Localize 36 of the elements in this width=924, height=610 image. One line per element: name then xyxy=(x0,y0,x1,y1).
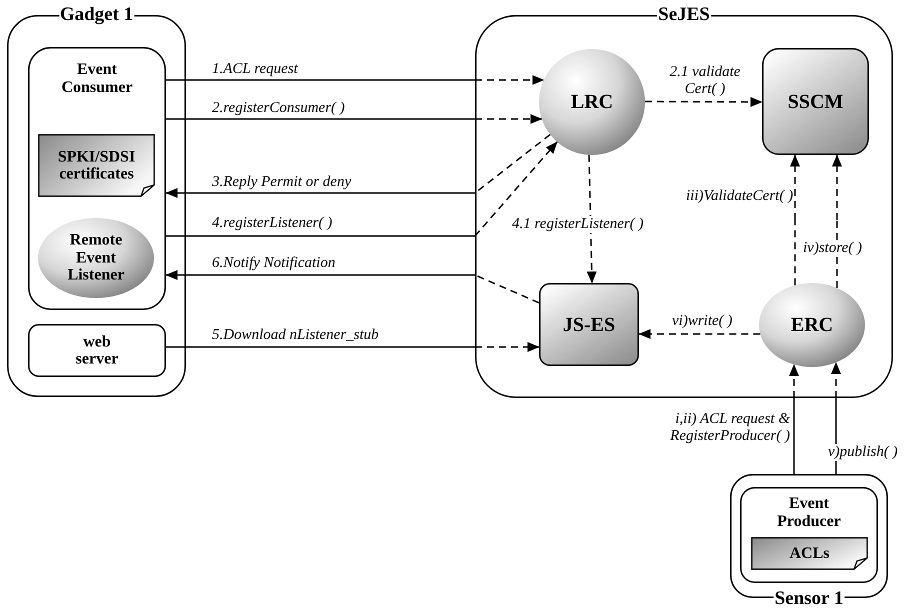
node-label: ERC xyxy=(790,314,834,336)
edge-label: 4.registerListener( ) xyxy=(212,215,332,232)
arrow xyxy=(645,96,762,107)
edge-label: 1.ACL request xyxy=(212,61,298,78)
edge-label: 6.Notify Notification xyxy=(212,255,336,272)
arrow xyxy=(166,114,542,124)
node-label: SSCM xyxy=(788,90,844,112)
node-label: SPKI/SDSI certificates xyxy=(56,148,136,184)
edge-label: 3.Reply Permit or deny xyxy=(212,174,352,190)
arrow xyxy=(166,342,540,352)
node-label: JS-ES xyxy=(562,314,616,336)
edge-label: iii)ValidateCert( ) xyxy=(686,188,794,204)
node-label: LRC xyxy=(570,91,614,113)
node-label: Event Consumer xyxy=(60,61,134,96)
arrow xyxy=(586,154,597,284)
edge-label: 2.1 validate Cert( ) xyxy=(668,64,742,97)
node-label: Event Producer xyxy=(776,495,842,530)
arrow xyxy=(789,364,799,474)
edge-label: v)publish( ) xyxy=(828,444,898,460)
arrow xyxy=(790,154,800,286)
edge-label: i,ii) ACL request & RegisterProducer( ) xyxy=(669,411,790,444)
arrow xyxy=(638,329,760,339)
arrow xyxy=(166,141,558,237)
arrow xyxy=(166,270,540,304)
node-label: web server xyxy=(74,332,120,368)
arrow xyxy=(832,154,842,288)
edge-label: iv)store( ) xyxy=(803,240,862,256)
arrow xyxy=(166,75,544,85)
edge-label: 5.Download nListener_stub xyxy=(212,327,379,344)
arrow xyxy=(166,134,551,198)
frame-title: Gadget 1 xyxy=(58,5,134,24)
edge-label: 4.1 registerListener( ) xyxy=(512,216,644,232)
node-label: ACLs xyxy=(789,544,830,562)
node-label: Remote Event Listener xyxy=(66,232,126,284)
edge-label: 2.registerConsumer( ) xyxy=(212,100,345,116)
edge-label: vi)write( ) xyxy=(672,313,732,330)
